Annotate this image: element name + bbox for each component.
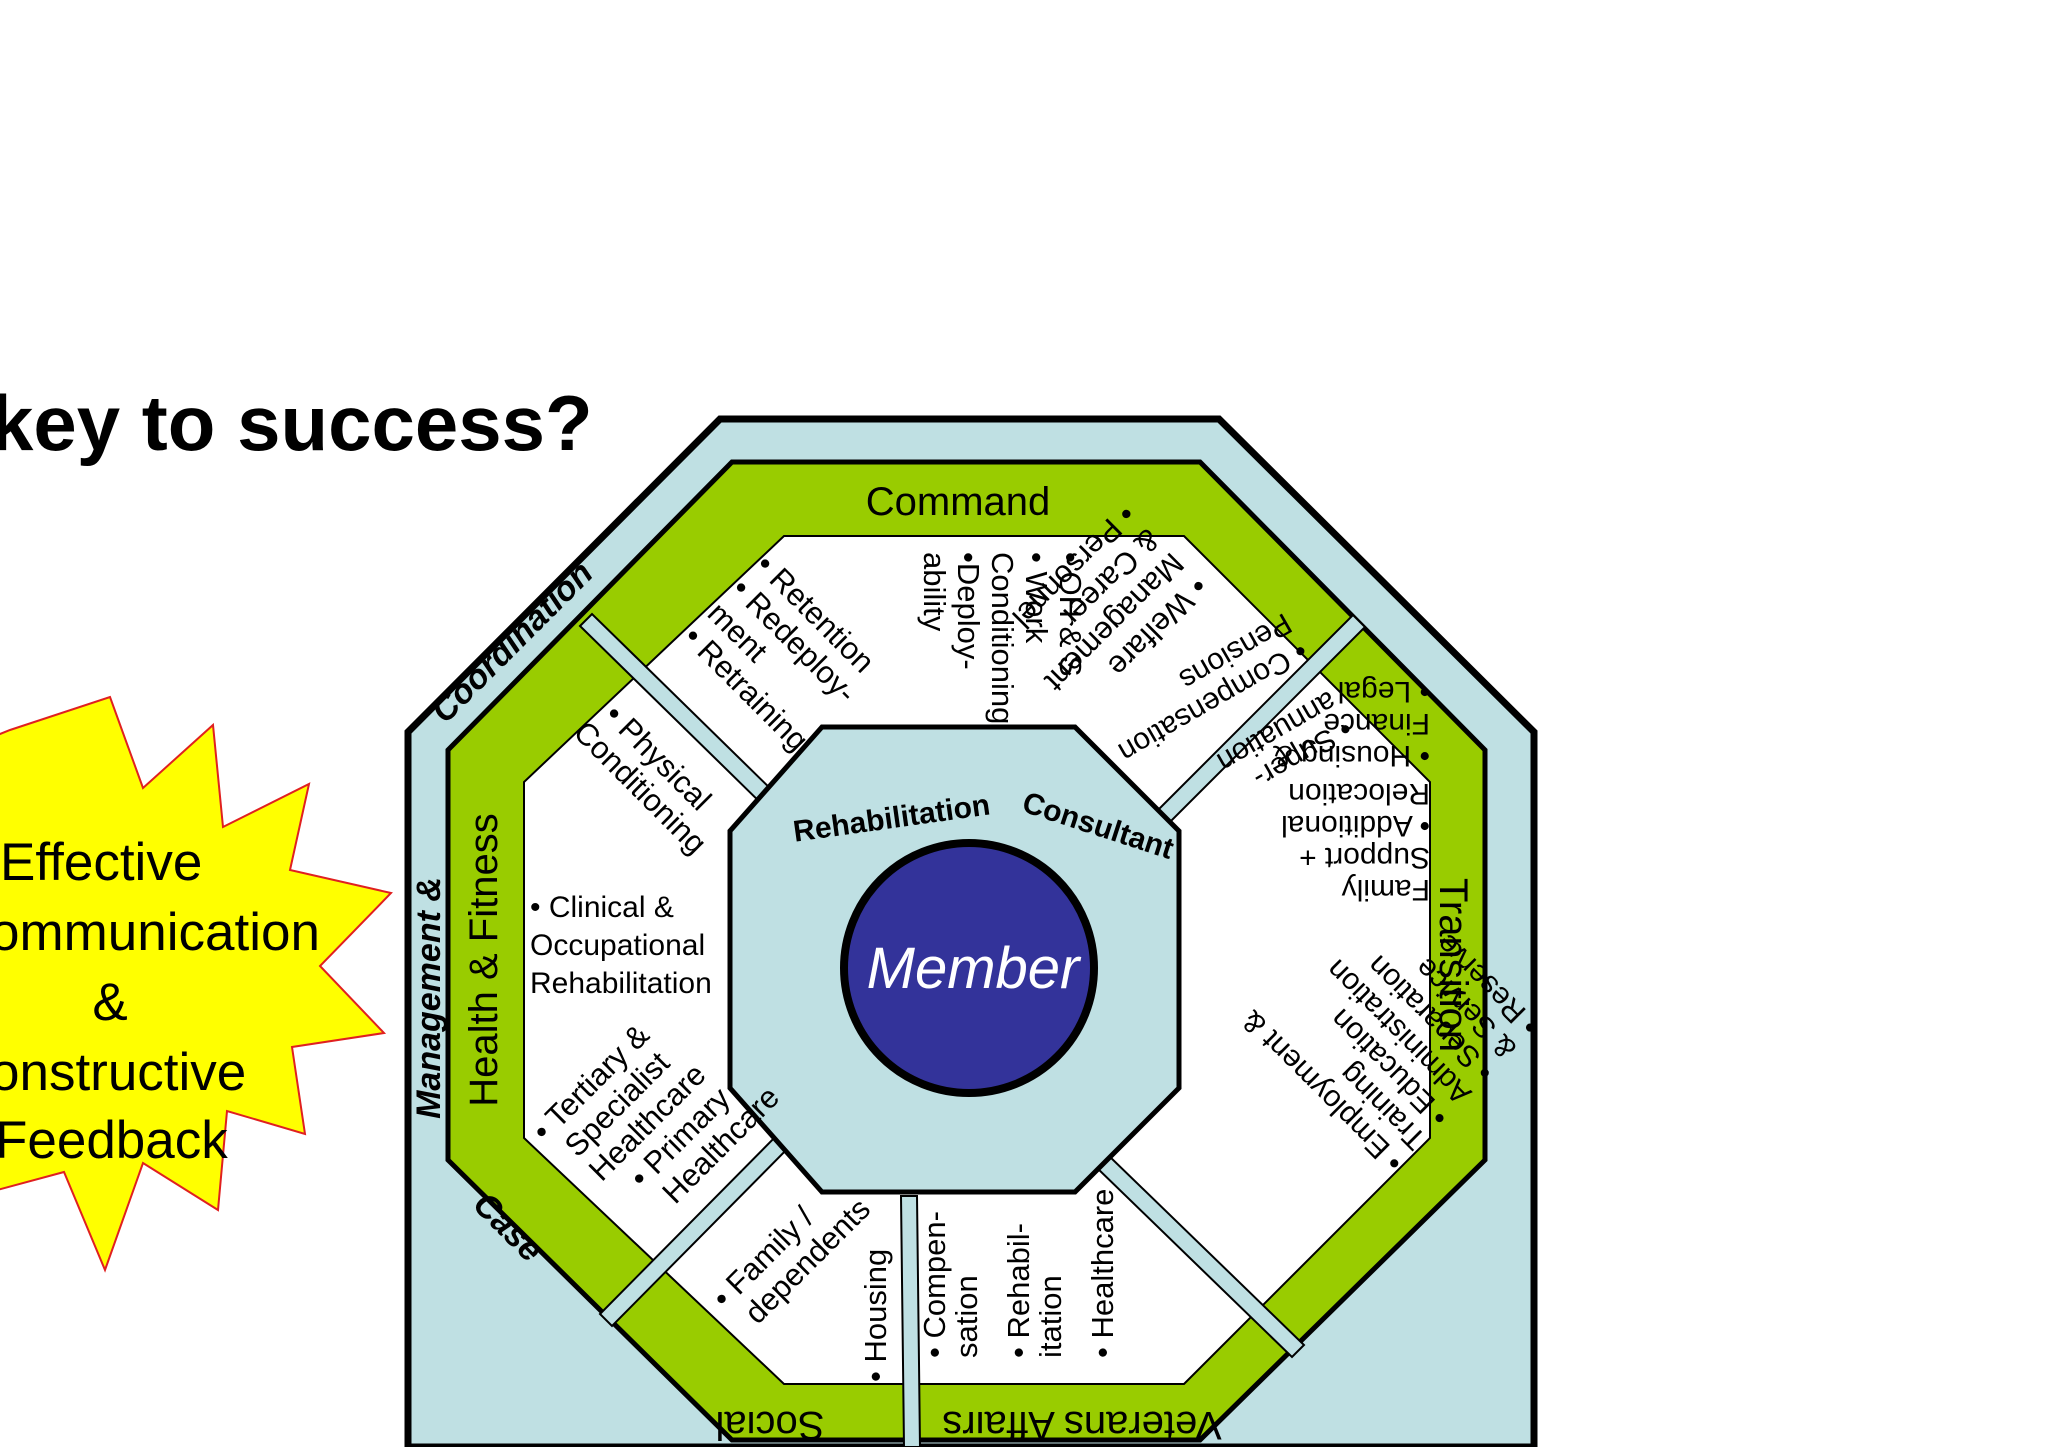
list-item: Support + bbox=[1299, 841, 1430, 874]
section-label-social: Social bbox=[716, 1403, 825, 1447]
member-circle bbox=[840, 839, 1098, 1097]
list-item: • Housing & bbox=[1273, 739, 1430, 772]
command-mid-items: • OH & S • Work Conditioning •Deploy- ab… bbox=[917, 552, 1088, 724]
list-item: sation bbox=[949, 1275, 984, 1358]
transition-mid-items: Family Support + • Additional Relocation… bbox=[1273, 675, 1430, 906]
starburst-line-2: ommunication bbox=[0, 903, 320, 962]
list-item: Relocation bbox=[1288, 777, 1430, 810]
starburst-line-4: onstructive bbox=[0, 1043, 246, 1102]
list-item: Family bbox=[1342, 873, 1430, 906]
list-item: • Compen- bbox=[917, 1211, 952, 1358]
list-item: ability bbox=[917, 552, 952, 632]
list-item: • Rehabil- bbox=[1001, 1223, 1036, 1358]
list-item: • Legal bbox=[1338, 675, 1430, 708]
page-title: key to success? bbox=[0, 379, 593, 467]
starburst-line-5: Feedback bbox=[0, 1111, 228, 1170]
list-item: Finance bbox=[1323, 707, 1430, 740]
starburst-shape bbox=[0, 695, 393, 1273]
veterans-items: • Compen- sation • Rehabil- itation • He… bbox=[917, 1189, 1120, 1358]
section-dividers bbox=[578, 612, 1367, 1447]
list-item: Rehabilitation bbox=[530, 967, 712, 1000]
list-item: • Healthcare bbox=[1085, 1189, 1120, 1358]
list-item: itation bbox=[1033, 1275, 1068, 1358]
starburst-line-3: & bbox=[92, 973, 127, 1032]
list-item: Conditioning bbox=[985, 552, 1020, 724]
section-label-health: Health & Fitness bbox=[462, 813, 506, 1106]
section-label-command: Command bbox=[866, 480, 1051, 524]
list-item: • Additional bbox=[1281, 809, 1430, 842]
section-label-transition: Transition bbox=[1431, 878, 1475, 1052]
list-item: Occupational bbox=[530, 929, 705, 962]
list-item: • Clinical & bbox=[530, 891, 674, 924]
list-item: • Work bbox=[1019, 552, 1054, 644]
management-label: Management & bbox=[410, 877, 448, 1119]
starburst-line-1: Effective bbox=[0, 833, 202, 892]
list-item: •Deploy- bbox=[951, 552, 986, 670]
health-mid-items: • Clinical & Occupational Rehabilitation bbox=[530, 891, 712, 1000]
section-label-veterans: Veterans Affairs bbox=[942, 1403, 1221, 1447]
member-label: Member bbox=[867, 936, 1082, 1001]
list-item: • OH & S bbox=[1053, 552, 1088, 677]
list-item: • Housing bbox=[858, 1249, 893, 1382]
